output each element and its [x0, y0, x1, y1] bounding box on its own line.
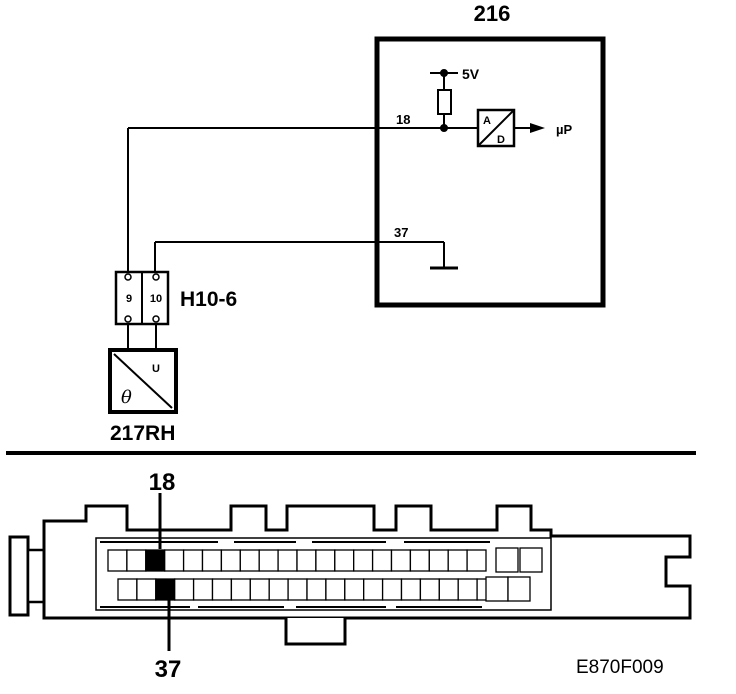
pin-cavity — [381, 578, 403, 601]
pin-cavity — [419, 578, 440, 601]
pin-cavity — [325, 578, 346, 601]
pin-cavity — [447, 549, 468, 572]
pin-cavity — [117, 578, 138, 601]
pin-cavity — [306, 578, 327, 601]
supply-label: 5V — [462, 66, 480, 82]
pin-37-label: 37 — [394, 225, 408, 240]
pin-18-cavity — [145, 549, 166, 572]
pin-37-callout: 37 — [155, 656, 182, 683]
pin-cavity — [466, 549, 487, 572]
pin-cavity — [457, 578, 478, 601]
pin-cavity — [249, 578, 270, 601]
pin-cavity — [220, 549, 241, 572]
connector-label: H10-6 — [180, 288, 237, 311]
connector-pin-10: 10 — [150, 293, 162, 305]
adc-top-label: A — [483, 115, 491, 127]
pin-cavity — [126, 549, 147, 572]
pin-cavity — [296, 549, 317, 572]
pin-cavity — [371, 549, 393, 572]
pin-cavity-large — [507, 576, 531, 602]
pin-cavity — [428, 549, 449, 572]
pin-cavity-large — [485, 576, 509, 602]
pin-cavity — [182, 549, 204, 572]
pin-cavity — [201, 549, 223, 572]
pin-cavity — [409, 549, 430, 572]
pin-cavity — [315, 549, 336, 572]
connector-face — [8, 504, 692, 646]
pin-cavity-large — [519, 547, 543, 573]
figure-code: E870F009 — [576, 657, 664, 678]
connector-pin-grid — [107, 547, 543, 602]
pin-cavity — [287, 578, 308, 601]
schematic — [108, 36, 606, 414]
pin-cavity — [164, 549, 185, 572]
pin-cavity — [334, 549, 355, 572]
pin-cavity — [438, 578, 459, 601]
sensor-theta-symbol: θ — [121, 387, 132, 408]
connector-pin-9: 9 — [126, 293, 132, 305]
pin-cavity — [239, 549, 260, 572]
pin-cavity — [258, 549, 279, 572]
pin-cavity-large — [495, 547, 519, 573]
pin-cavity — [136, 578, 157, 601]
pin-cavity — [107, 549, 128, 572]
pin-18-label: 18 — [396, 112, 410, 127]
pin-cavity — [344, 578, 365, 601]
pin-cavity — [268, 578, 289, 601]
sensor-u-symbol: U — [152, 363, 160, 375]
pin-cavity — [211, 578, 233, 601]
pin-18-callout: 18 — [149, 469, 176, 496]
output-arrow-icon — [530, 123, 545, 133]
ecu-label: 216 — [474, 1, 511, 26]
output-label: µP — [556, 122, 572, 137]
pin-cavity — [400, 578, 422, 601]
adc-bottom-label: D — [497, 134, 505, 146]
pin-cavity — [230, 578, 251, 601]
pin-cavity — [277, 549, 298, 572]
pin-cavity — [192, 578, 214, 601]
ecu-box — [374, 36, 606, 308]
pin-cavity — [363, 578, 384, 601]
pin-37-cavity — [155, 578, 176, 601]
pullup-resistor — [437, 89, 452, 115]
pin-cavity — [390, 549, 412, 572]
pin-cavity — [353, 549, 374, 572]
sensor-label: 217RH — [110, 422, 175, 445]
pin-cavity — [174, 578, 195, 601]
